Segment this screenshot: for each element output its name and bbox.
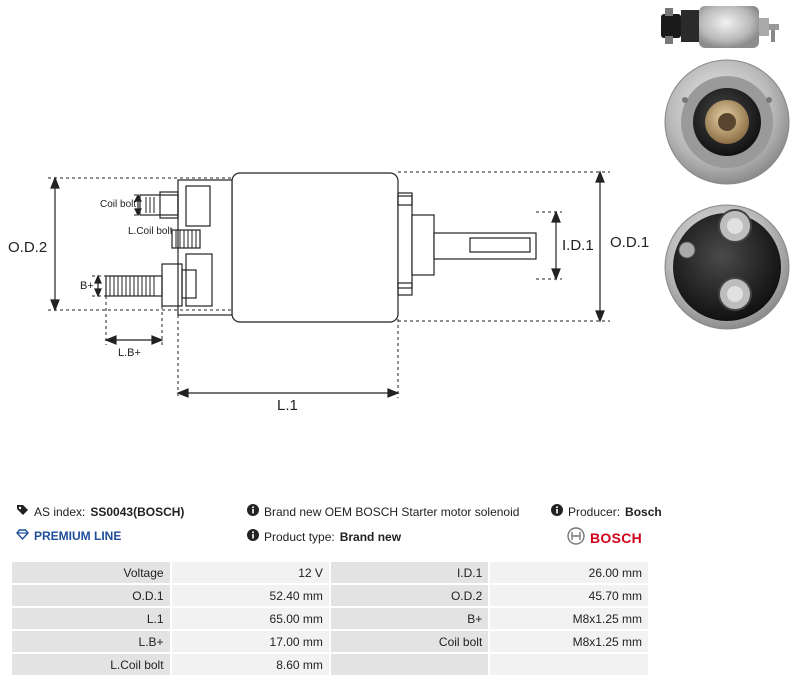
coil-bolt-label: Coil bolt: [100, 199, 136, 210]
product-type-label: Product type:: [264, 529, 335, 544]
spec-label: L.1: [10, 606, 172, 631]
od1-label: O.D.1: [610, 234, 649, 251]
l1-label: L.1: [277, 397, 298, 414]
bosch-logo-text: BOSCH: [590, 529, 643, 546]
spec-value: 52.40 mm: [169, 583, 331, 608]
od2-label: O.D.2: [8, 239, 47, 256]
spec-label: Coil bolt: [328, 629, 491, 654]
product-photos: [661, 6, 790, 330]
spec-value: M8x1.25 mm: [488, 629, 650, 654]
spec-value: 26.00 mm: [488, 560, 650, 585]
bplus-label: B+: [80, 280, 94, 292]
producer-label: Producer:: [568, 504, 621, 519]
premium-line-label: PREMIUM LINE: [34, 529, 122, 543]
rear-view-photo: [664, 204, 790, 330]
solenoid-technical-drawing: O.D.2 O.D.1 I.D.1 L.1 L.B+ B+ Coil bolt …: [8, 170, 649, 414]
spec-label: Voltage: [10, 560, 172, 585]
spec-value: 65.00 mm: [169, 606, 331, 631]
producer-value: Bosch: [625, 504, 662, 519]
info-icon: [247, 529, 259, 544]
spec-value: M8x1.25 mm: [488, 606, 650, 631]
spec-value: 17.00 mm: [169, 629, 331, 654]
side-view-photo: [661, 6, 779, 48]
product-type-value: Brand new: [339, 529, 402, 544]
tag-icon: [16, 504, 29, 519]
id1-label: I.D.1: [562, 237, 594, 254]
spec-value: 45.70 mm: [488, 583, 650, 608]
info-icon: [551, 504, 563, 519]
producer-row: Producer: Bosch: [551, 504, 662, 519]
spec-label: O.D.2: [328, 583, 491, 608]
spec-label: L.B+: [10, 629, 172, 654]
as-index-label: AS index:: [34, 504, 86, 519]
description-text: Brand new OEM BOSCH Starter motor soleno…: [264, 504, 520, 519]
info-icon: [247, 504, 259, 519]
spec-value: 12 V: [169, 560, 331, 585]
front-view-photo: [664, 59, 790, 185]
spec-label: B+: [328, 606, 491, 631]
diamond-icon: [16, 529, 29, 543]
bosch-armature-icon: [567, 527, 585, 548]
spec-value: 8.60 mm: [169, 652, 331, 677]
description-row: Brand new OEM BOSCH Starter motor soleno…: [247, 504, 519, 519]
as-index-row: AS index: SS0043(BOSCH): [16, 504, 184, 519]
lb-label: L.B+: [118, 347, 141, 359]
as-index-value: SS0043(BOSCH): [90, 504, 185, 519]
spec-label: [328, 652, 491, 677]
l-coil-bolt-label: L.Coil bolt: [128, 226, 173, 237]
premium-line-row: PREMIUM LINE: [16, 529, 121, 543]
bosch-logo: BOSCH: [567, 527, 642, 548]
spec-label: O.D.1: [10, 583, 172, 608]
product-info: AS index: SS0043(BOSCH) PREMIUM LINE Bra…: [0, 500, 800, 552]
spec-label: L.Coil bolt: [10, 652, 172, 677]
spec-label: I.D.1: [328, 560, 491, 585]
product-type-row: Product type: Brand new: [247, 529, 401, 544]
spec-value: [488, 652, 650, 677]
